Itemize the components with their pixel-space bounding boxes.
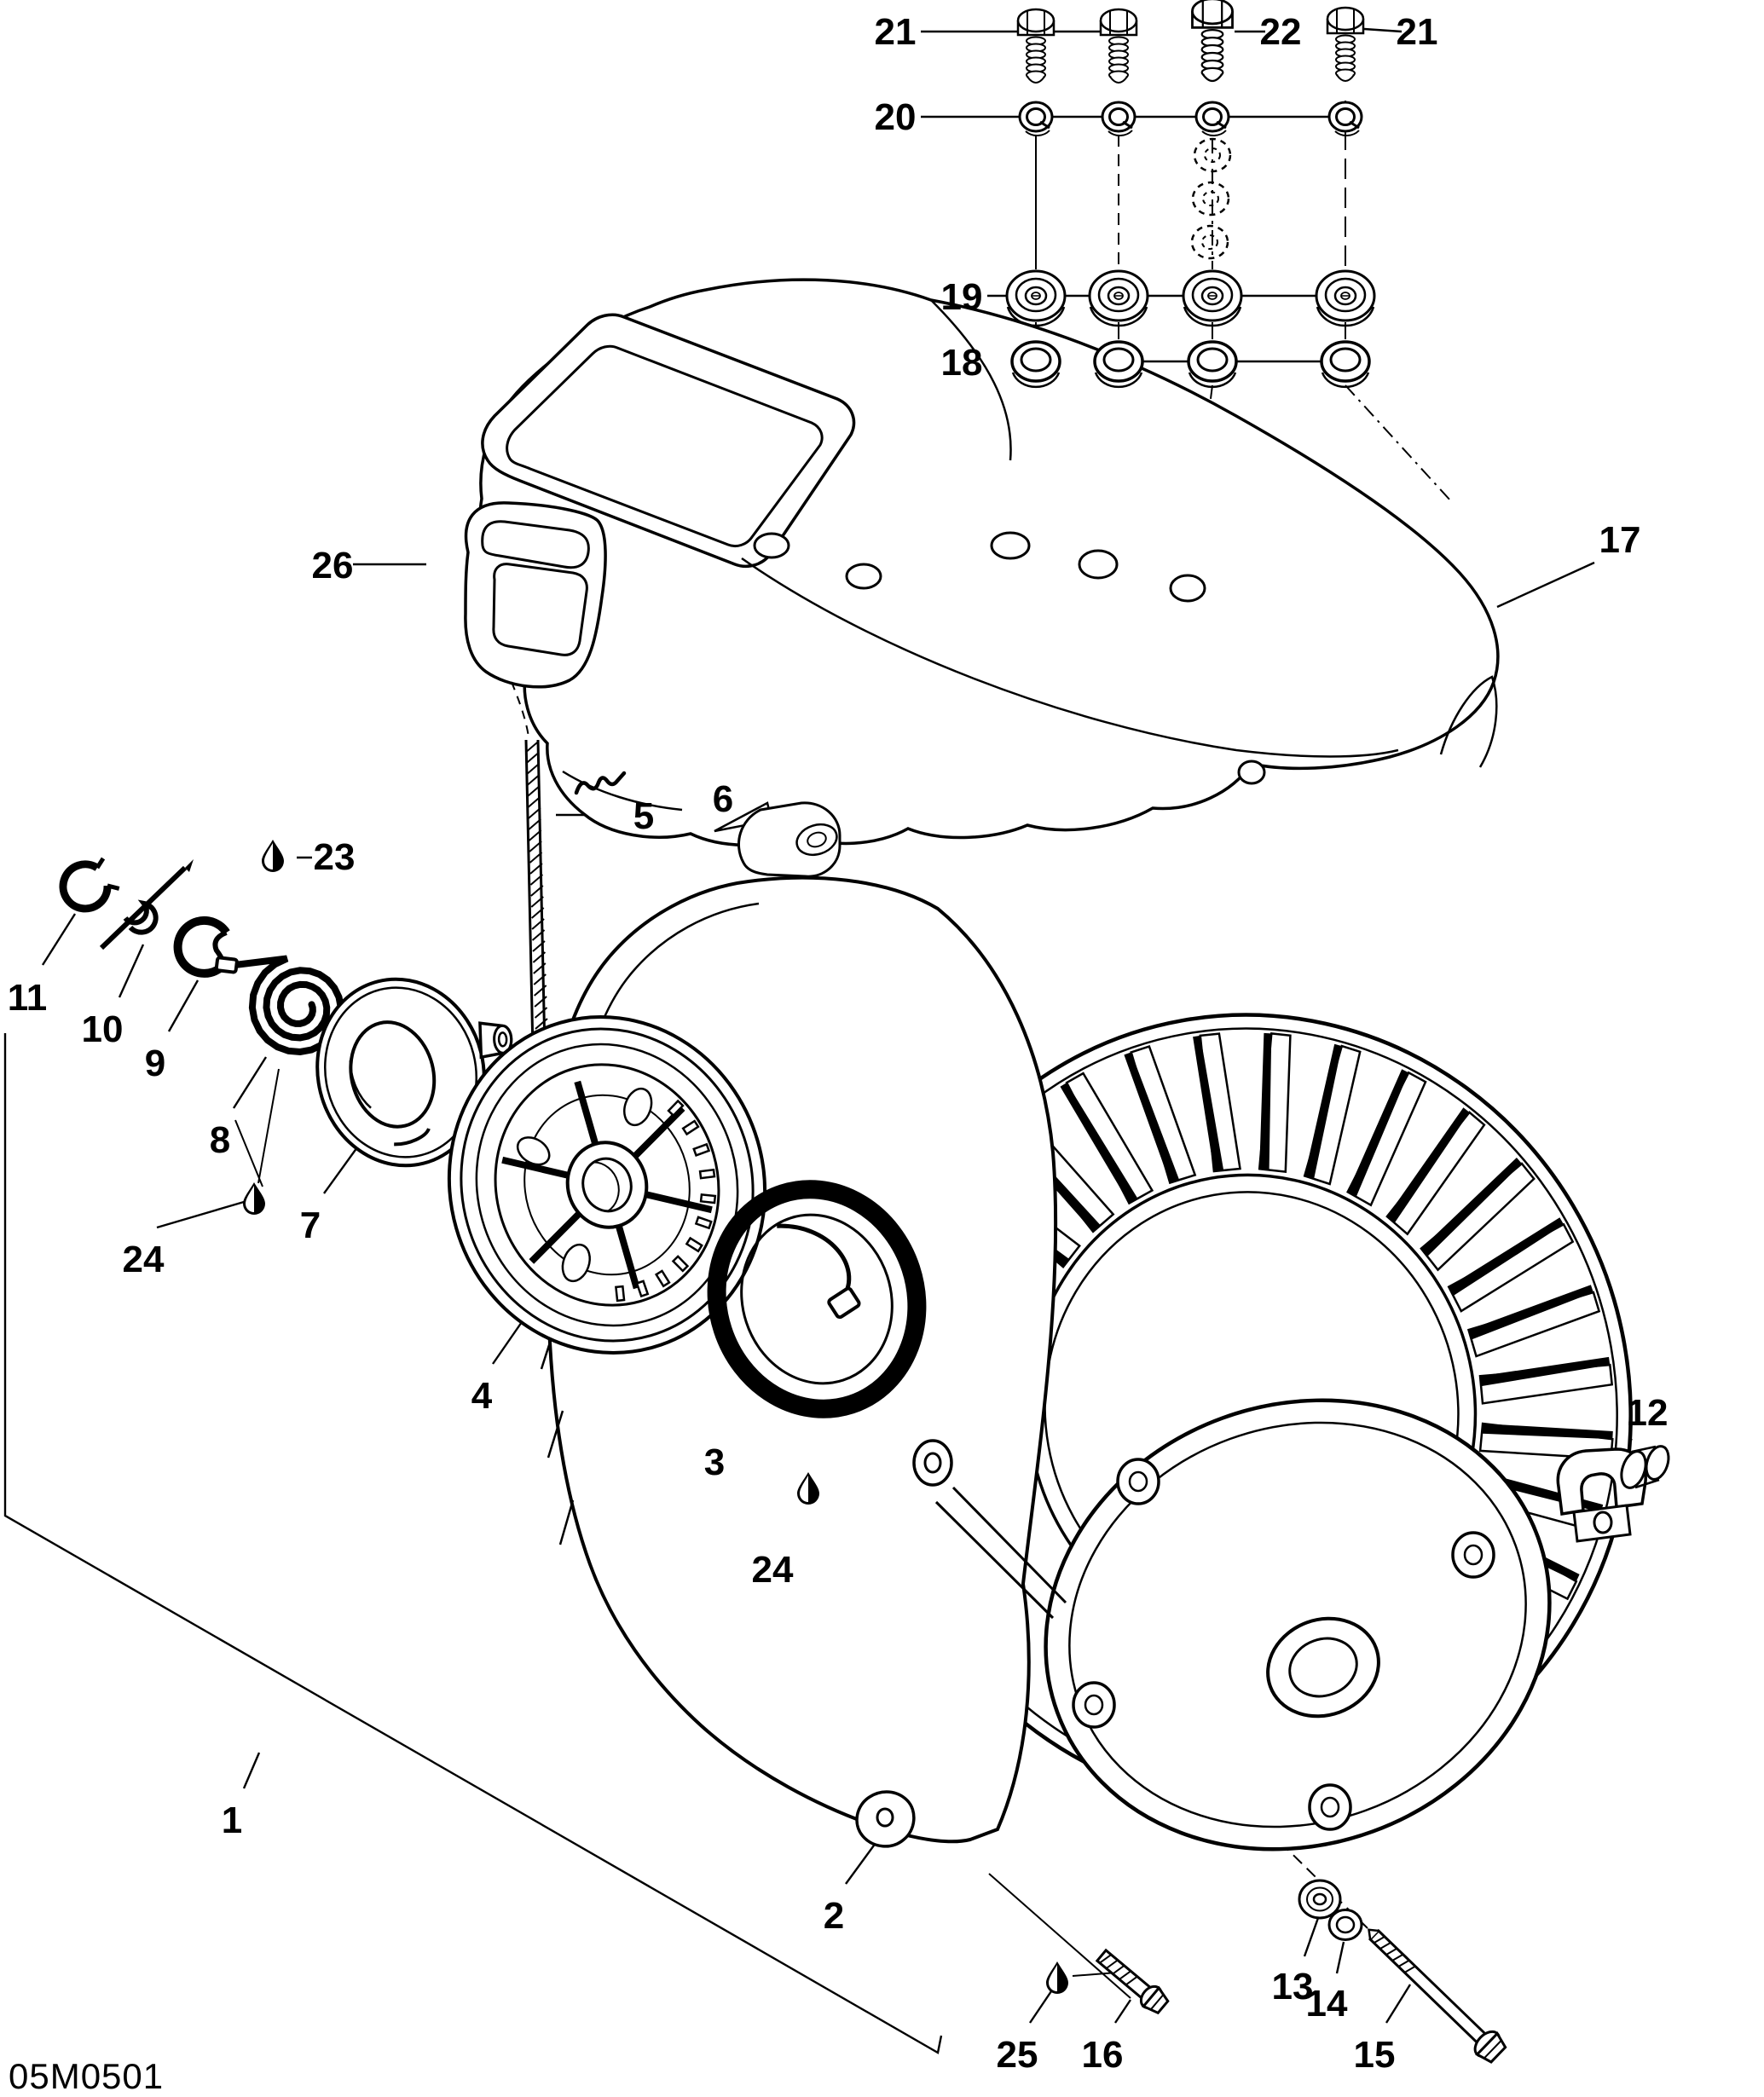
callout-19: 19 — [941, 276, 983, 318]
callout-leader-13 — [1303, 1917, 1320, 1957]
callout-22: 22 — [1260, 11, 1302, 53]
part-20-lock-washer — [1327, 101, 1363, 137]
part-22-bolt — [1191, 0, 1234, 83]
part-8-rewind-spring — [214, 955, 344, 1055]
part-18-washer — [1320, 340, 1371, 389]
callout-9: 9 — [145, 1043, 165, 1084]
callout-6: 6 — [713, 778, 733, 820]
part-18-washer — [1093, 340, 1144, 389]
callout-leader-25 — [1029, 1990, 1052, 2024]
part-18-washer — [1010, 340, 1061, 389]
part-19-grommet — [1182, 269, 1243, 327]
callout-leader-15 — [1385, 1984, 1412, 2024]
callout-8: 8 — [210, 1119, 230, 1161]
callout-leader-21b — [1363, 27, 1403, 33]
part-14-lock-washer — [1327, 1909, 1363, 1941]
callout-26: 26 — [312, 545, 354, 586]
callout-leader-17 — [1496, 561, 1595, 609]
part-7-friction-plate — [315, 977, 513, 1168]
callout-21a: 21 — [875, 11, 917, 53]
part-26-starter-handle — [464, 501, 607, 737]
callout-17: 17 — [1599, 519, 1641, 561]
oil-drop-icon-24a — [243, 1182, 265, 1215]
plate-ear-holes — [1072, 1458, 1495, 1831]
part-17-cowl — [478, 278, 1500, 847]
part-13-washer — [1298, 1879, 1342, 1920]
diagram-code: 05M0501 — [9, 2056, 164, 2096]
part-11-circlip — [59, 857, 120, 913]
callout-1: 1 — [222, 1799, 242, 1841]
callout-15: 15 — [1354, 2034, 1396, 2076]
callout-leader-24a — [156, 1200, 245, 1229]
callout-7: 7 — [300, 1204, 321, 1246]
hidden-washer — [1190, 224, 1229, 260]
part-5-starter-rope — [524, 739, 549, 1051]
part-20-lock-washer — [1018, 101, 1054, 137]
part-10-pawl-pin-spring — [99, 859, 194, 950]
part-19-grommet — [1088, 269, 1149, 327]
housing-top-lug — [912, 1439, 1067, 1620]
callout-25: 25 — [997, 2034, 1038, 2076]
hardware-grid — [1005, 0, 1376, 389]
part-6-spring-clip — [574, 771, 627, 795]
callout-2: 2 — [824, 1895, 844, 1937]
part-21-bolt — [1016, 8, 1056, 84]
callout-24b: 24 — [752, 1549, 794, 1591]
callout-23: 23 — [314, 836, 356, 878]
callout-leader-16 — [1114, 1999, 1131, 2024]
part-19-grommet — [1005, 269, 1067, 327]
callout-14: 14 — [1306, 1983, 1348, 2025]
part-20-lock-washer — [1101, 101, 1136, 137]
housing-bottom-lug — [855, 1790, 916, 1848]
part-4-rope-pulley — [447, 1015, 767, 1355]
callout-11: 11 — [8, 977, 48, 1019]
callout-4: 4 — [471, 1375, 493, 1417]
part-15-bolt — [1368, 1928, 1507, 2064]
callout-leader-14 — [1335, 1941, 1345, 1974]
callout-20: 20 — [875, 96, 917, 138]
hidden-washer — [1191, 181, 1230, 217]
part-19-grommet — [1315, 269, 1376, 327]
callout-10: 10 — [82, 1008, 124, 1050]
part-16-screw — [1095, 1948, 1170, 2015]
callout-24a: 24 — [123, 1239, 165, 1280]
callout-21b: 21 — [1397, 11, 1438, 53]
callout-leader-4 — [492, 1319, 524, 1365]
part-21-bolt — [1099, 8, 1138, 84]
callout-leader-10 — [118, 944, 145, 998]
callout-13: 13 — [1272, 1966, 1314, 2007]
rope-guide-boss — [737, 801, 842, 878]
callout-leader-8 — [232, 1056, 268, 1109]
callout-16: 16 — [1082, 2034, 1124, 2076]
part-21-bolt — [1326, 6, 1365, 83]
callout-3: 3 — [704, 1441, 725, 1483]
part-12-clamp — [1556, 1445, 1670, 1543]
part-3-spring-ring — [707, 1180, 927, 1418]
part-20-lock-washer — [1194, 101, 1230, 137]
oil-drop-icon-25 — [1046, 1961, 1068, 1994]
callout-leader-9 — [167, 979, 200, 1032]
oil-drop-icon-23 — [262, 840, 284, 872]
callout-leader-1 — [242, 1752, 261, 1789]
callout-12: 12 — [1627, 1392, 1669, 1434]
callout-18: 18 — [941, 342, 983, 384]
callout-leader-2 — [845, 1839, 879, 1885]
callout-5: 5 — [633, 795, 654, 837]
part-18-washer — [1187, 340, 1238, 389]
part-1-long-leader — [3, 1033, 943, 2054]
callout-leader-11 — [41, 913, 77, 966]
